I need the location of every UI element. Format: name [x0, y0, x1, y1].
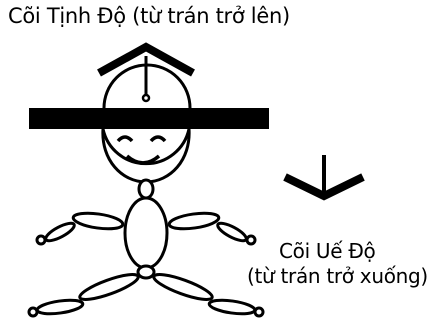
up-arrow-icon — [97, 42, 195, 103]
arms — [35, 211, 257, 246]
lower-realm-label: Cõi Uế Độ — [279, 239, 376, 263]
legs — [27, 273, 265, 318]
torso — [123, 196, 169, 270]
upper-realm-label: Cõi Tịnh Độ (từ trán trở lên) — [8, 4, 290, 28]
lower-realm-sublabel: (từ trán trở xuống) — [247, 264, 428, 288]
pelvis — [136, 264, 156, 280]
forehead-band — [29, 108, 269, 129]
neck — [137, 178, 155, 200]
down-arrow-icon — [283, 155, 365, 201]
